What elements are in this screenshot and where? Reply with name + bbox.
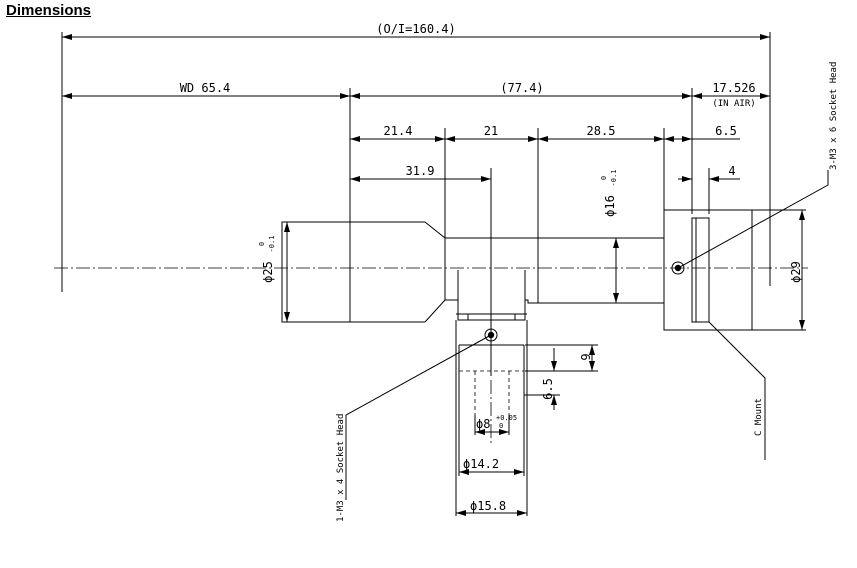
dim-9: 9 bbox=[579, 353, 593, 360]
svg-text:0: 0 bbox=[600, 176, 608, 180]
svg-text:3-M3 x 6 Socket Head: 3-M3 x 6 Socket Head bbox=[829, 62, 839, 170]
dim-port-inner-diameter: ϕ8 +0.05 0 bbox=[476, 414, 517, 431]
svg-text:ϕ16: ϕ16 bbox=[603, 195, 617, 217]
dim-front-diameter: ϕ25 0 -0.1 bbox=[258, 236, 276, 283]
svg-text:ϕ29: ϕ29 bbox=[789, 261, 803, 283]
dim-in-air: (IN AIR) bbox=[712, 99, 755, 109]
svg-text:ϕ25: ϕ25 bbox=[261, 261, 275, 283]
svg-text:9: 9 bbox=[579, 353, 593, 360]
dim-total: (O/I=160.4) bbox=[376, 22, 455, 36]
dim-4: 4 bbox=[728, 164, 735, 178]
dim-mount-diameter: ϕ29 bbox=[789, 261, 803, 283]
dim-wd: WD 65.4 bbox=[180, 81, 231, 95]
dim-21-4: 21.4 bbox=[384, 124, 413, 138]
dim-tube-diameter: ϕ16 0 -0.1 bbox=[600, 170, 618, 217]
label-screw-top: 3-M3 x 6 Socket Head bbox=[829, 62, 839, 170]
svg-text:C Mount: C Mount bbox=[754, 398, 764, 436]
vertical-dimension-lines bbox=[284, 210, 805, 410]
dim-31-9: 31.9 bbox=[406, 164, 435, 178]
svg-text:ϕ8: ϕ8 bbox=[476, 417, 490, 431]
dim-6-5-port: 6.5 bbox=[541, 378, 555, 400]
page-title: Dimensions bbox=[6, 2, 92, 19]
horizontal-dimension-lines bbox=[62, 34, 770, 516]
dim-28-5: 28.5 bbox=[587, 124, 616, 138]
svg-text:6.5: 6.5 bbox=[541, 378, 555, 400]
svg-text:0: 0 bbox=[258, 242, 266, 246]
extension-lines bbox=[61, 32, 806, 516]
svg-text:-0.1: -0.1 bbox=[268, 236, 276, 253]
svg-text:-0.1: -0.1 bbox=[610, 170, 618, 187]
dim-21: 21 bbox=[484, 124, 498, 138]
dim-6-5: 6.5 bbox=[715, 124, 737, 138]
label-c-mount: C Mount bbox=[754, 398, 764, 436]
leader-lines bbox=[345, 170, 829, 500]
svg-text:+0.05: +0.05 bbox=[496, 414, 517, 422]
socket-head-screws bbox=[484, 261, 685, 342]
lens-body bbox=[281, 209, 753, 510]
dim-port-outer-diameter: ϕ15.8 bbox=[470, 499, 506, 513]
label-screw-side: 1-M3 x 4 Socket Head bbox=[336, 414, 346, 522]
svg-text:0: 0 bbox=[499, 422, 503, 430]
svg-text:1-M3 x 4 Socket Head: 1-M3 x 4 Socket Head bbox=[336, 414, 346, 522]
dim-body: (77.4) bbox=[500, 81, 543, 95]
dim-port-mid-diameter: ϕ14.2 bbox=[463, 457, 499, 471]
dim-back-focus: 17.526 bbox=[712, 81, 755, 95]
